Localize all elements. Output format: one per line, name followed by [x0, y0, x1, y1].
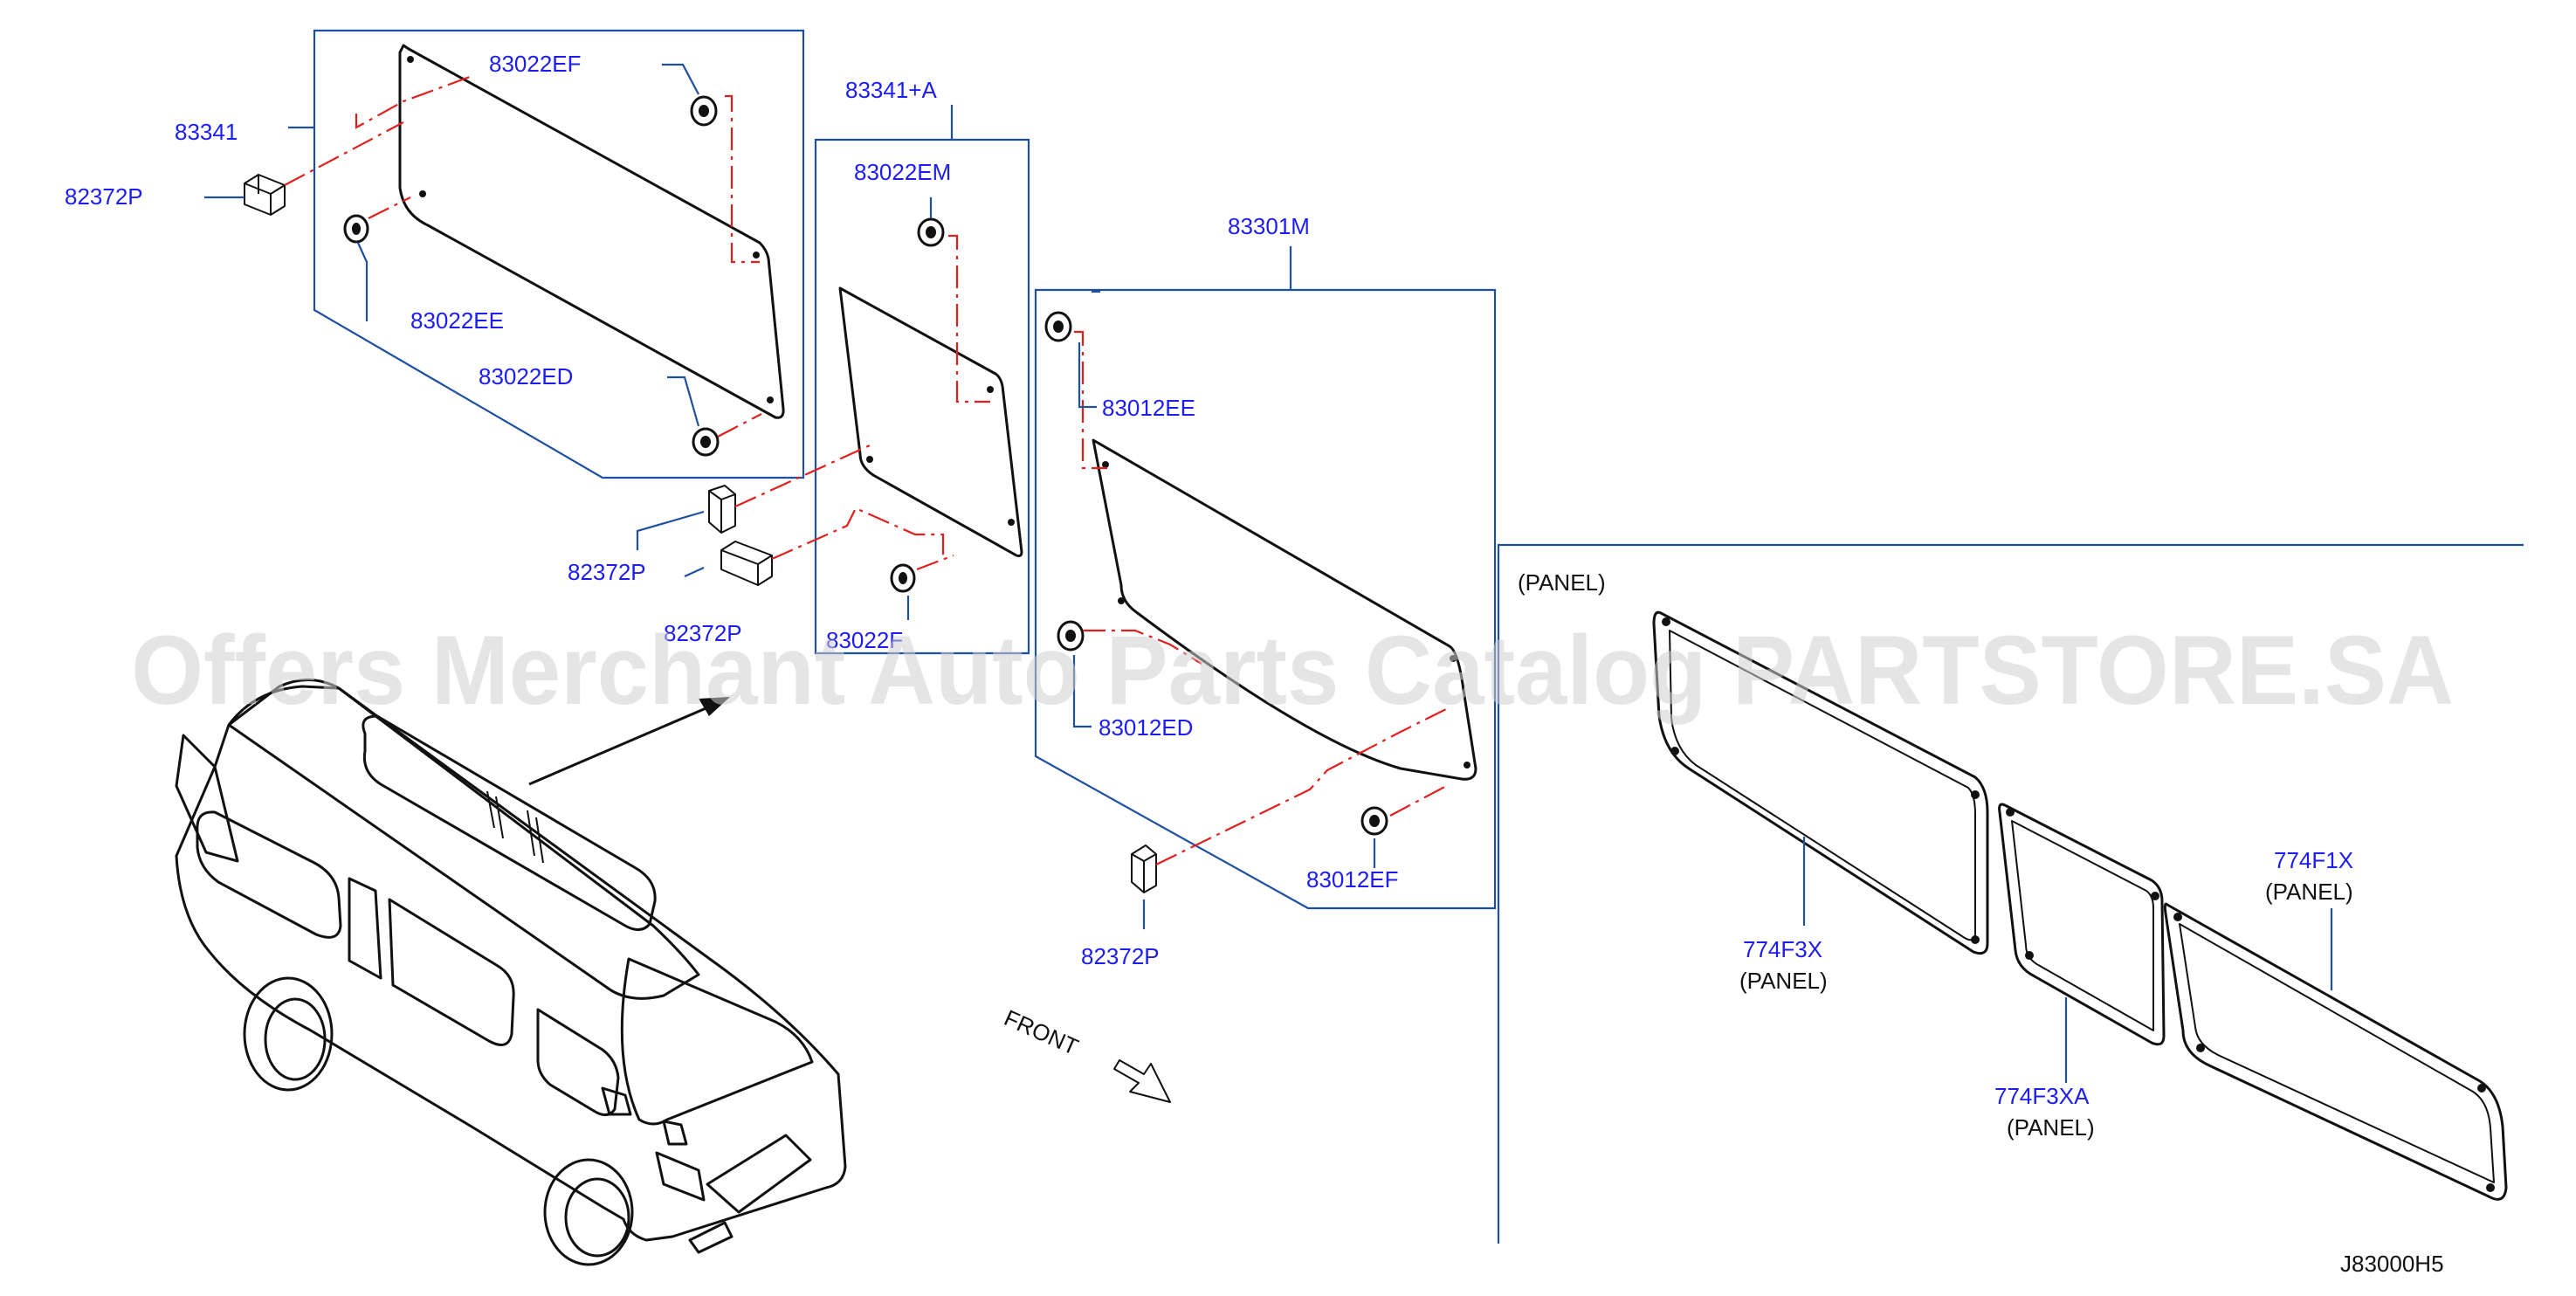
label-82372P-c: 82372P — [664, 620, 742, 646]
label-83022EF: 83022EF — [489, 51, 582, 77]
block-82372P-a — [244, 174, 286, 216]
part-labels: 83341 82372P 83022EF 83022EE 83022ED 833… — [65, 51, 2444, 1277]
label-83012ED: 83012ED — [1099, 714, 1193, 741]
label-83301M: 83301M — [1228, 213, 1310, 239]
label-83012EF: 83012EF — [1306, 866, 1399, 893]
label-774F3XA: 774F3XA — [1994, 1083, 2090, 1109]
panel-section — [1497, 543, 2524, 1244]
label-774F3X-sub: (PANEL) — [1739, 968, 1828, 994]
label-82372P-b: 82372P — [568, 559, 646, 585]
clip-83022ED — [692, 427, 720, 457]
label-83012EE: 83012EE — [1102, 395, 1195, 421]
front-indicator: FRONT — [1001, 1004, 1171, 1103]
block-82372P-b — [708, 485, 736, 534]
group-83341 — [204, 29, 805, 479]
clip-83022EF — [690, 95, 718, 127]
clip-83022EE — [343, 214, 369, 244]
van-illustration — [175, 678, 847, 1266]
diagram-code: J83000H5 — [2340, 1251, 2444, 1277]
watermark: Offers Merchant Auto Parts Catalog PARTS… — [131, 616, 2454, 725]
block-82372P-d — [1131, 844, 1157, 893]
block-82372P-c — [720, 541, 773, 586]
label-82372P-a: 82372P — [65, 183, 143, 210]
clip-83012EE — [1044, 311, 1072, 342]
label-774F1X: 774F1X — [2274, 847, 2353, 873]
label-83341A: 83341+A — [845, 77, 937, 103]
clip-83022F — [890, 563, 916, 593]
clip-83012ED — [1057, 620, 1085, 651]
label-82372P-d: 82372P — [1081, 943, 1160, 969]
label-83022EE: 83022EE — [410, 307, 504, 334]
clip-83022EM — [917, 217, 945, 247]
front-label: FRONT — [1001, 1004, 1083, 1060]
label-774F3XA-sub: (PANEL) — [2007, 1114, 2095, 1141]
label-83022F: 83022F — [826, 627, 903, 653]
panel-header: (PANEL) — [1518, 569, 1606, 596]
panel-774F1X — [2163, 902, 2508, 1201]
label-83341: 83341 — [175, 119, 238, 145]
label-774F1X-sub: (PANEL) — [2265, 879, 2353, 905]
label-83022EM: 83022EM — [854, 159, 951, 185]
label-774F3X: 774F3X — [1743, 936, 1822, 962]
panel-774F3XA — [1998, 803, 2166, 1046]
group-83341A — [636, 105, 1030, 655]
panel-774F3X — [1652, 610, 1989, 955]
group-83301M — [1034, 246, 1497, 929]
clip-83012EF — [1360, 806, 1388, 836]
front-arrow-icon — [1113, 1059, 1171, 1103]
label-83022ED: 83022ED — [479, 363, 573, 389]
